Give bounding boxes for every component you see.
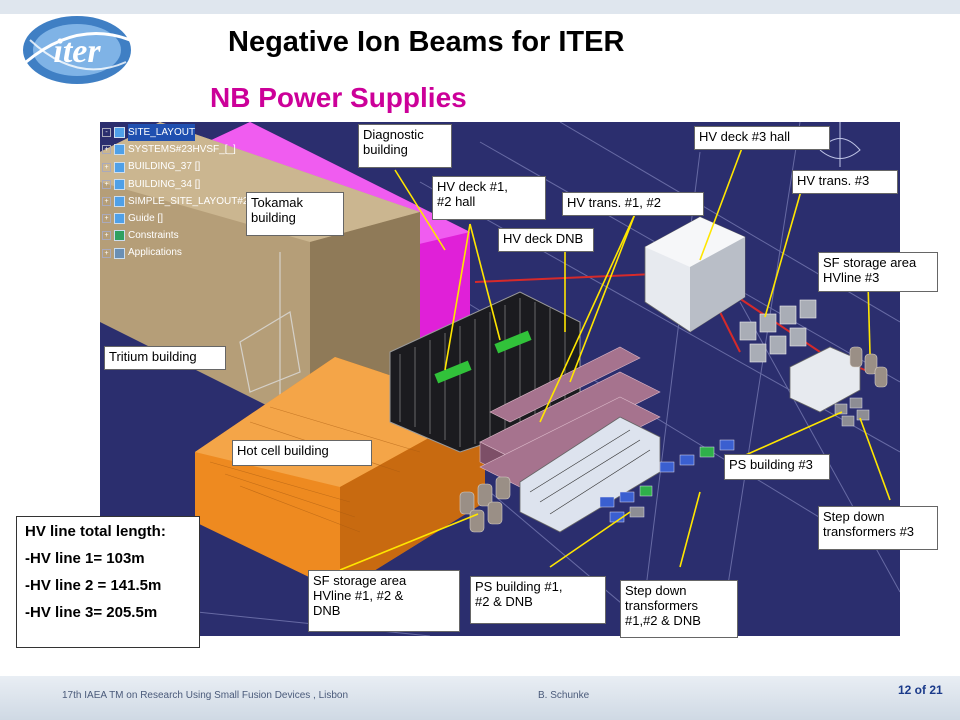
callout-tritium-building: Tritium building xyxy=(104,346,226,370)
product-icon xyxy=(114,195,125,207)
tree-item[interactable]: +BUILDING_37 [] xyxy=(102,158,248,175)
callout-hv-trans-3: HV trans. #3 xyxy=(792,170,898,194)
spec-tree: -SITE_LAYOUT +SYSTEMS#23HVSF_[_] +BUILDI… xyxy=(102,124,248,262)
step-down-3 xyxy=(834,397,870,427)
callout-step-down-1-2: Step down transformers #1,#2 & DNB xyxy=(620,580,738,638)
tree-item[interactable]: +SYSTEMS#23HVSF_[_] xyxy=(102,141,248,158)
pointer-lines xyxy=(339,139,891,571)
callout-ps-building-1-2: PS building #1, #2 & DNB xyxy=(470,576,606,624)
hv-line-1: -HV line 1= 103m xyxy=(25,550,145,567)
hv-deck-3 xyxy=(644,216,746,333)
page-title: Negative Ion Beams for ITER xyxy=(228,26,625,58)
ps-building-3 xyxy=(789,346,861,413)
hv-line-info-box: HV line total length: -HV line 1= 103m -… xyxy=(16,516,200,648)
applications-icon xyxy=(114,247,125,259)
header-band xyxy=(0,0,960,14)
guide-icon xyxy=(114,213,125,225)
iter-logo: iter xyxy=(23,16,131,84)
page-number: 12 of 21 xyxy=(898,683,943,697)
product-icon xyxy=(114,161,125,173)
tree-item[interactable]: +SIMPLE_SITE_LAYOUT#2 xyxy=(102,193,248,210)
callout-hv-deck-dnb: HV deck DNB xyxy=(498,228,594,252)
footer-event: 17th IAEA TM on Research Using Small Fus… xyxy=(62,690,349,701)
tree-item[interactable]: +Guide [] xyxy=(102,210,248,227)
compass-icon xyxy=(819,122,861,167)
tree-item[interactable]: +Applications xyxy=(102,244,248,261)
hv-deck-halls xyxy=(389,291,581,453)
page-subtitle: NB Power Supplies xyxy=(210,82,467,113)
product-icon xyxy=(114,127,125,139)
sf-storage-left xyxy=(459,476,511,533)
hv-line-3: -HV line 3= 205.5m xyxy=(25,604,158,621)
callout-hot-cell-building: Hot cell building xyxy=(232,440,372,466)
tree-item[interactable]: +BUILDING_34 [] xyxy=(102,176,248,193)
callout-hv-trans-1-2: HV trans. #1, #2 xyxy=(562,192,704,216)
constraints-icon xyxy=(114,230,125,242)
hv-info-heading: HV line total length: xyxy=(25,523,166,540)
sf-storage-right xyxy=(849,346,888,388)
logo-text: iter xyxy=(53,33,101,70)
callout-sf-storage-1-2: SF storage area HVline #1, #2 & DNB xyxy=(308,570,460,632)
callout-hv-deck-3: HV deck #3 hall xyxy=(694,126,830,150)
hv-trans-3 xyxy=(739,299,817,363)
tree-item[interactable]: -SITE_LAYOUT xyxy=(102,124,248,142)
ps-equipment xyxy=(599,439,735,523)
product-icon xyxy=(114,144,125,156)
tree-item[interactable]: +Constraints xyxy=(102,227,248,244)
hv-line-2: -HV line 2 = 141.5m xyxy=(25,577,162,594)
hv-deck-dnb xyxy=(519,416,661,533)
footer-band xyxy=(0,676,960,720)
callout-hv-deck-1-2: HV deck #1, #2 hall xyxy=(432,176,546,220)
callout-step-down-3: Step down transformers #3 xyxy=(818,506,938,550)
callout-diagnostic-building: Diagnostic building xyxy=(358,124,452,168)
footer-author: B. Schunke xyxy=(538,690,590,701)
callout-sf-storage-3: SF storage area HVline #3 xyxy=(818,252,938,292)
callout-ps-building-3: PS building #3 xyxy=(724,454,830,480)
hv-transformers xyxy=(479,346,661,488)
product-icon xyxy=(114,178,125,190)
callout-tokamak-building: Tokamak building xyxy=(246,192,344,236)
